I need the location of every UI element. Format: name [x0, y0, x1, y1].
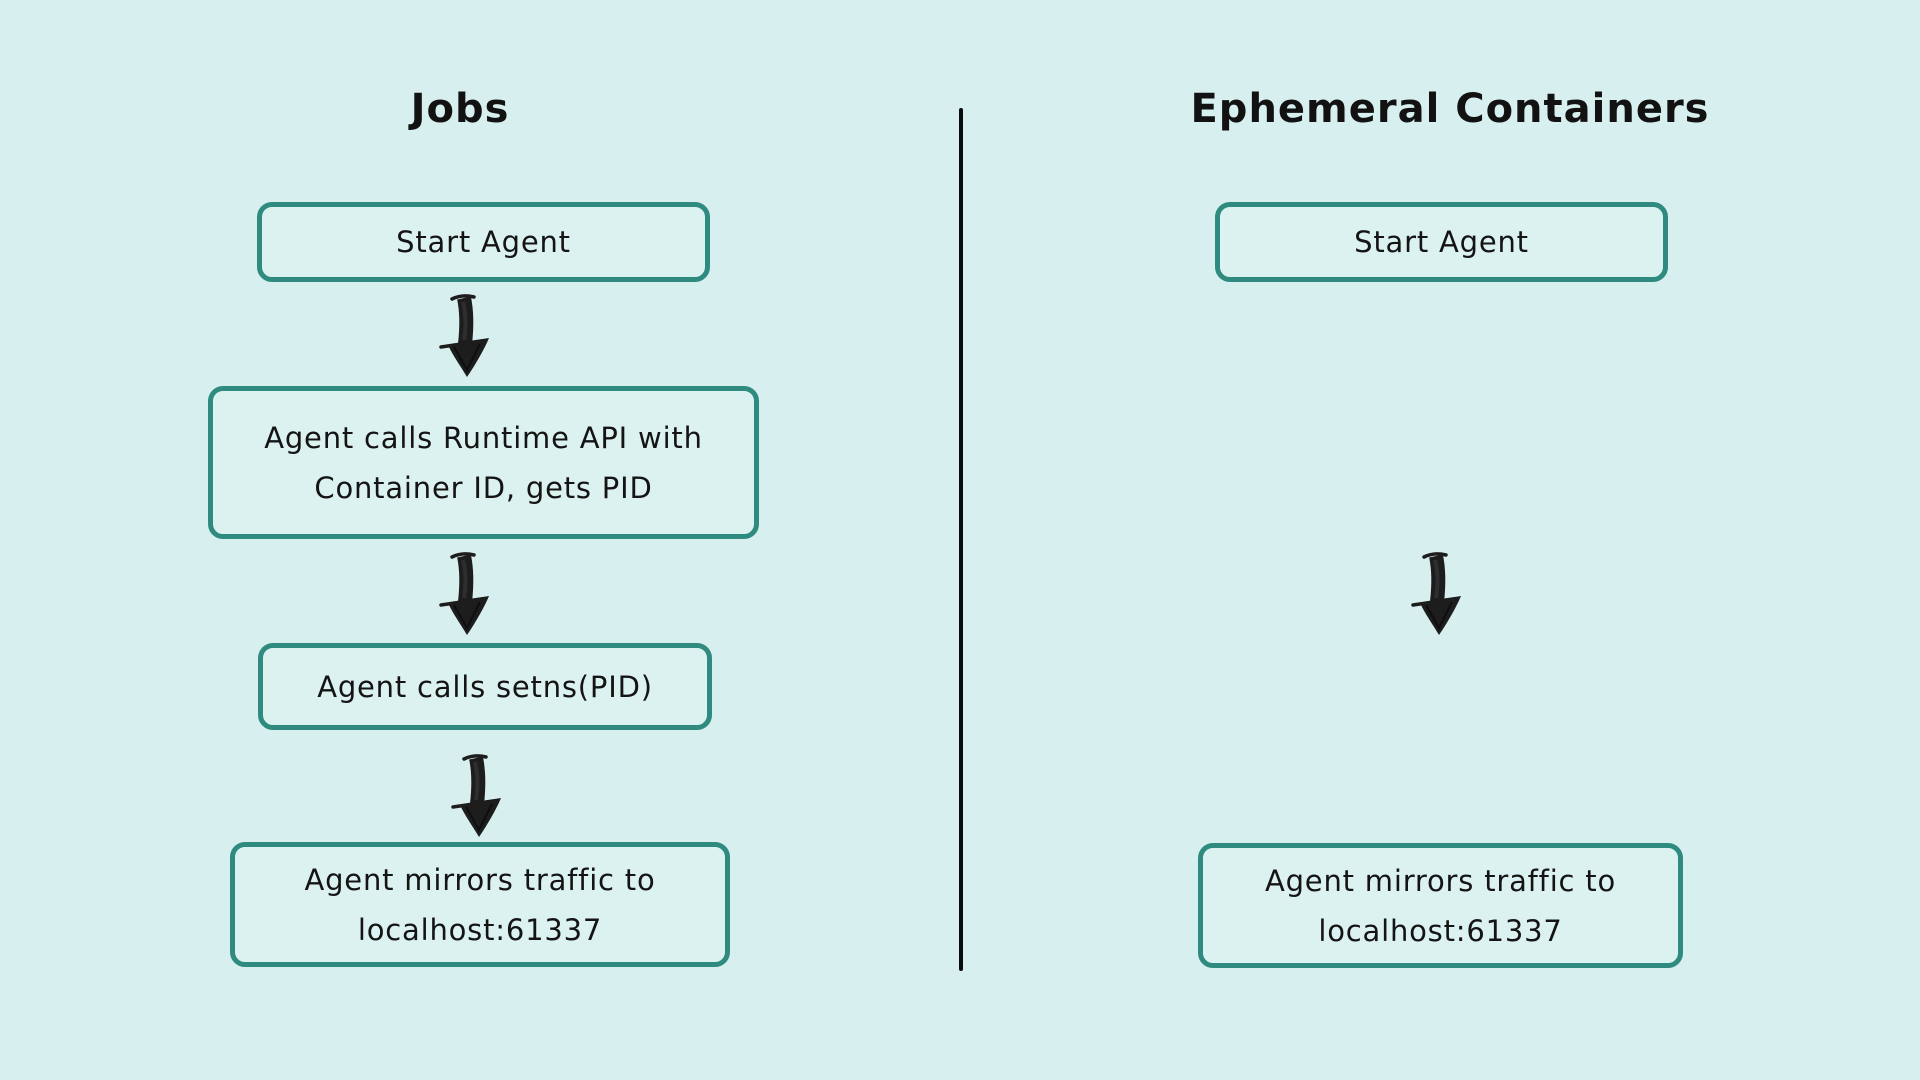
node-mirror-traffic-left: Agent mirrors traffic to localhost:61337: [230, 842, 730, 967]
node-label: Start Agent: [396, 225, 571, 259]
node-mirror-traffic-right: Agent mirrors traffic to localhost:61337: [1198, 843, 1683, 968]
jobs-column-title: Jobs: [410, 86, 510, 132]
down-arrow-icon: [1408, 548, 1472, 640]
down-arrow-icon: [448, 750, 512, 842]
ephemeral-column-title: Ephemeral Containers: [1190, 86, 1710, 132]
node-label: Start Agent: [1354, 225, 1529, 259]
node-start-agent-right: Start Agent: [1215, 202, 1668, 282]
down-arrow-icon: [436, 548, 500, 640]
node-label-line2: Container ID, gets PID: [314, 470, 653, 505]
node-setns: Agent calls setns(PID): [258, 643, 712, 730]
node-runtime-api: Agent calls Runtime API with Container I…: [208, 386, 759, 539]
node-start-agent-left: Start Agent: [257, 202, 710, 282]
node-label-line2: localhost:61337: [1318, 913, 1563, 948]
down-arrow-icon: [436, 290, 500, 382]
node-label-line2: localhost:61337: [357, 912, 603, 947]
column-divider: [959, 108, 963, 971]
node-label-line1: Agent mirrors traffic to: [304, 862, 656, 897]
node-label-line1: Agent mirrors traffic to: [1264, 863, 1617, 898]
node-label: Agent calls setns(PID): [317, 669, 653, 704]
node-label-line1: Agent calls Runtime API with: [264, 420, 703, 455]
